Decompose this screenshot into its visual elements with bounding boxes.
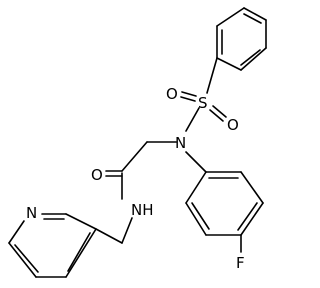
structure-canvas: O S O N O NH N F bbox=[8, 7, 267, 278]
bond bbox=[240, 47, 267, 71]
bond bbox=[121, 217, 133, 244]
atom-s-sulfonyl: S bbox=[198, 94, 208, 112]
bond bbox=[65, 228, 97, 278]
bond bbox=[67, 232, 91, 272]
bond bbox=[216, 7, 245, 27]
pyridine-ring bbox=[8, 213, 97, 278]
bond bbox=[206, 57, 218, 94]
atom-f-fluoro: F bbox=[236, 254, 245, 272]
atom-labels: O S O N O NH N F bbox=[26, 85, 245, 272]
acetamide-chain bbox=[95, 141, 177, 244]
phenyl-ring bbox=[216, 7, 267, 71]
bond bbox=[185, 202, 207, 236]
atom-nh-amide: NH bbox=[131, 201, 154, 219]
atom-n-sulfonamide: N bbox=[175, 134, 186, 152]
bond bbox=[95, 228, 123, 244]
bond bbox=[212, 105, 227, 118]
bond bbox=[8, 220, 25, 244]
atom-n-pyridine: N bbox=[26, 204, 37, 222]
bond bbox=[209, 109, 224, 122]
sulfonyl-group bbox=[180, 57, 227, 132]
atom-o-sulfonyl-a: O bbox=[166, 85, 178, 103]
atom-o-sulfonyl-b: O bbox=[227, 116, 239, 134]
bond bbox=[185, 171, 207, 204]
bond bbox=[216, 57, 242, 71]
bond bbox=[240, 202, 264, 236]
atom-o-carbonyl: O bbox=[91, 166, 103, 184]
bond bbox=[121, 141, 148, 172]
bond bbox=[8, 242, 37, 278]
bond bbox=[181, 91, 197, 97]
bond bbox=[240, 49, 261, 66]
bond bbox=[243, 13, 262, 24]
molecule-drawing: O S O N O NH N F bbox=[8, 7, 267, 278]
bond bbox=[191, 202, 210, 230]
fluorophenyl-ring bbox=[185, 151, 264, 253]
bond bbox=[243, 7, 267, 21]
bond bbox=[237, 202, 258, 231]
bond bbox=[14, 244, 39, 273]
bond bbox=[240, 171, 264, 204]
bond bbox=[180, 96, 196, 102]
bond bbox=[185, 151, 207, 173]
bond bbox=[185, 107, 200, 132]
bond bbox=[65, 213, 97, 230]
